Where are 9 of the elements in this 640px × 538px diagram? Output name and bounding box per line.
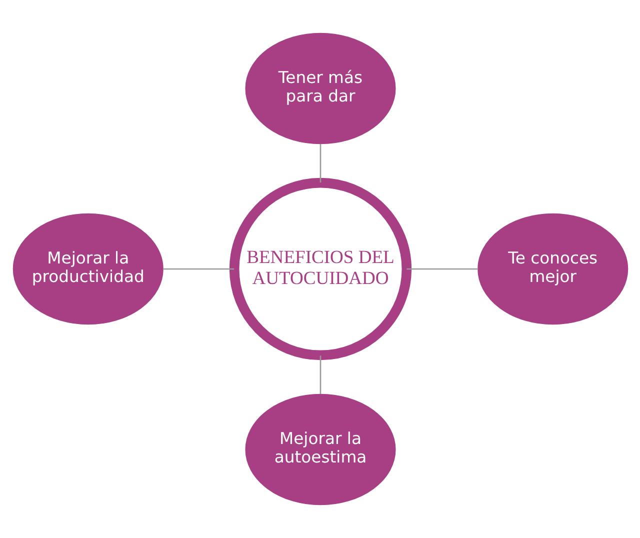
- node-ellipse: Te conoces mejor: [477, 213, 628, 325]
- connector: [319, 356, 321, 394]
- connector: [319, 144, 321, 183]
- connector: [162, 268, 234, 270]
- node-ellipse: Mejorar la productividad: [12, 213, 163, 325]
- connector: [406, 268, 478, 270]
- node-circle: BENEFICIOS DEL AUTOCUIDADO: [228, 178, 412, 360]
- node-ellipse: Tener más para dar: [244, 32, 396, 144]
- node-ellipse: Mejorar la autoestima: [244, 394, 396, 506]
